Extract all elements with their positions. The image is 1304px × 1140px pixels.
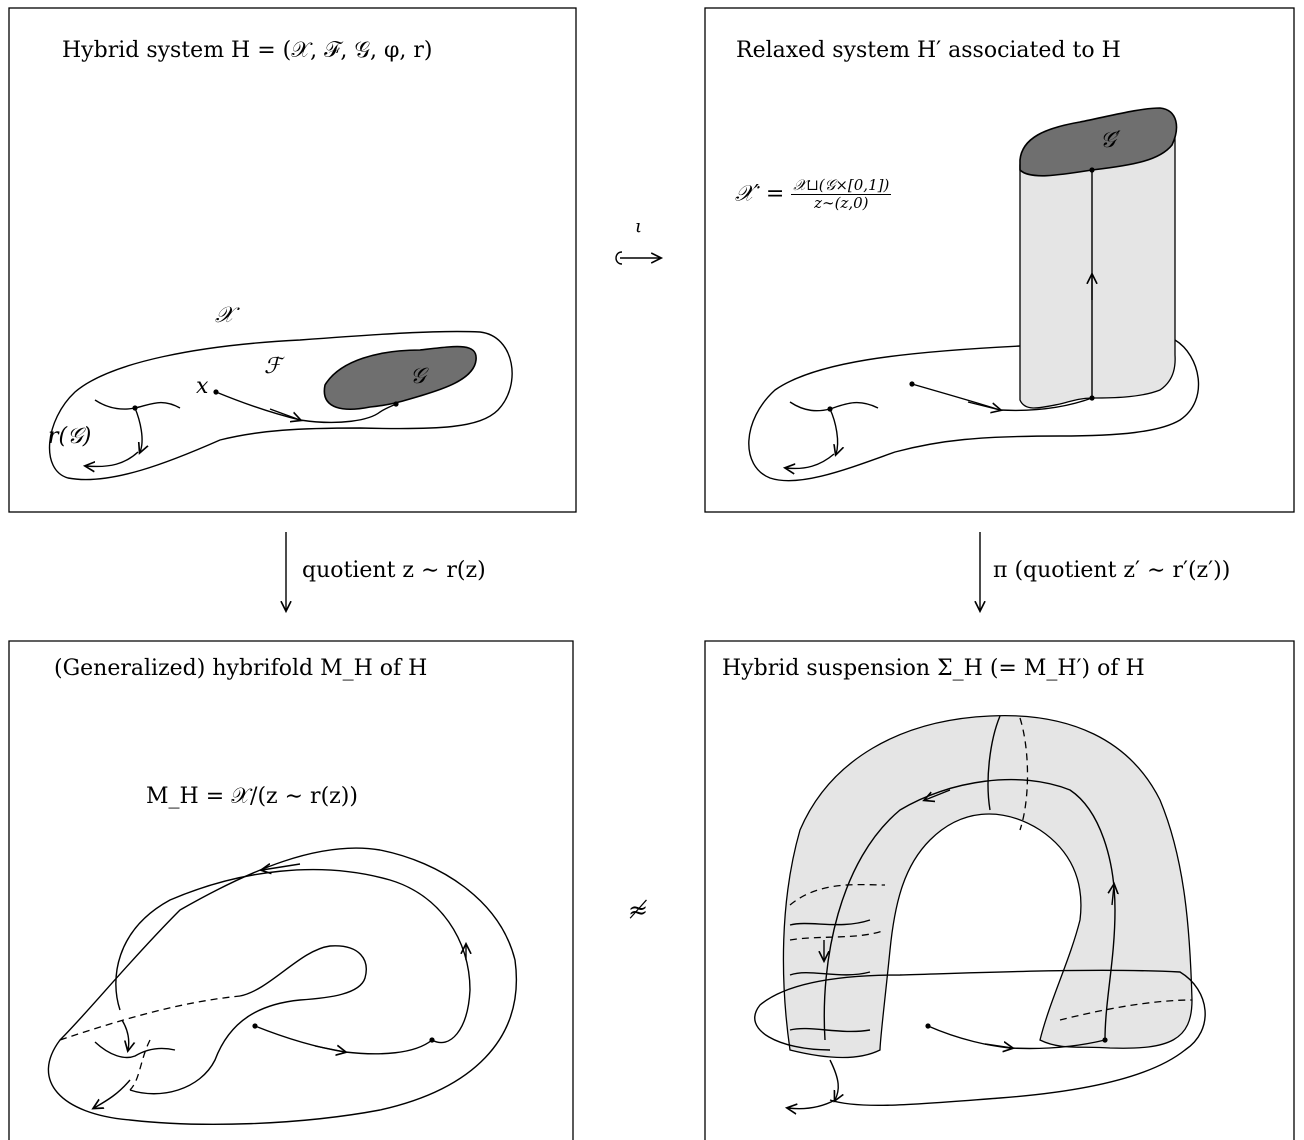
relaxed-system-drawing xyxy=(748,107,1200,482)
label-quotient-right: π (quotient z′ ∼ r′(z′)) xyxy=(993,558,1231,583)
tube-slice-3 xyxy=(789,1027,871,1033)
hybrid-suspension-drawing xyxy=(754,714,1206,1109)
hybrifold-guard-point xyxy=(429,1037,435,1043)
domain-X-outline-relaxed xyxy=(748,339,1200,482)
suspension-orbit xyxy=(823,778,1116,1041)
suspension-tube xyxy=(782,714,1193,1059)
title-relaxed-system: Relaxed system H′ associated to H xyxy=(736,38,1121,63)
tube-slice-1 xyxy=(789,919,871,926)
flow-curve-from-x xyxy=(215,391,397,424)
formula-hybrifold: M_H = 𝒳/(z ∼ r(z)) xyxy=(146,784,358,809)
title-hybrid-system: Hybrid system H = (𝒳, ℱ, 𝒢, φ, r) xyxy=(62,38,433,63)
panel-top-right-frame xyxy=(704,7,1295,513)
hybrifold-flow-arrow xyxy=(314,1046,345,1052)
hybrifold-fold xyxy=(129,945,367,1095)
tube-slice-dashed-1 xyxy=(789,883,886,906)
point-x-relaxed xyxy=(909,381,915,387)
hybrifold-hidden-dashed xyxy=(59,995,241,1041)
label-not-homeomorphic: ≉ xyxy=(628,896,649,924)
reset-arrow-down-relaxed xyxy=(829,408,838,454)
cylinder-top-point xyxy=(1089,167,1095,173)
orbit-arrow-right xyxy=(1112,885,1114,906)
reset-arc-relaxed xyxy=(789,401,879,412)
reset-point xyxy=(132,405,138,411)
formula-X-prime: 𝒳′ = 𝒳⊔(𝒢×[0,1]) z∼(z,0) xyxy=(735,176,892,212)
formula-X-prime-fraction: 𝒳⊔(𝒢×[0,1]) z∼(z,0) xyxy=(791,176,892,212)
guard-hit-point xyxy=(393,401,399,407)
label-X: 𝒳 xyxy=(215,303,234,328)
tube-slice-dashed-2 xyxy=(789,929,886,941)
title-hybrifold: (Generalized) hybrifold M_H of H xyxy=(54,656,428,681)
panel-bottom-right-frame xyxy=(704,640,1295,1140)
guard-G-prime-top xyxy=(1019,107,1178,177)
reset-arrow-down xyxy=(134,407,142,452)
reset-point-relaxed xyxy=(827,406,833,412)
formula-X-prime-numerator: 𝒳⊔(𝒢×[0,1]) xyxy=(791,176,892,195)
hybrid-system-drawing xyxy=(48,330,513,481)
reset-arrow-left-relaxed xyxy=(786,453,835,468)
suspension-reset-arrow xyxy=(829,1059,838,1100)
base-hidden-dashed xyxy=(1059,999,1193,1021)
label-iota: ι xyxy=(635,216,643,237)
domain-X-outline xyxy=(48,330,513,481)
point-x xyxy=(213,389,219,395)
suspension-flow-arrow xyxy=(984,1044,1012,1048)
inner-path-arrow xyxy=(262,864,301,870)
tube-seam-solid xyxy=(987,715,1001,811)
reset-arrow-left xyxy=(86,451,139,466)
suspension-base-outline xyxy=(754,969,1206,1107)
label-G: 𝒢 xyxy=(410,364,426,389)
title-hybrid-suspension: Hybrid suspension Σ_H (= M_H′) of H xyxy=(722,656,1145,681)
hybrifold-drawing xyxy=(47,847,517,1126)
panel-bottom-left-frame xyxy=(8,640,574,1140)
hybrifold-reset-arc xyxy=(94,1041,176,1059)
hybrifold-outer-outline xyxy=(47,847,517,1126)
label-F: ℱ xyxy=(264,354,282,379)
flow-arrow-relaxed xyxy=(967,401,1000,410)
tube-seam-dashed xyxy=(1019,717,1029,831)
hybrifold-flow xyxy=(254,1025,433,1055)
inclusion-hook xyxy=(615,251,623,265)
tube-slice-2 xyxy=(789,971,871,976)
suspension-reset-arrow-left xyxy=(788,1099,836,1109)
suspension-guard-point xyxy=(1102,1037,1108,1043)
flow-arrow xyxy=(269,408,300,420)
hybrifold-inner-arrow-down xyxy=(121,1019,129,1050)
hybrifold-point-x xyxy=(252,1023,258,1029)
hybrifold-reset-arrow xyxy=(94,1079,131,1108)
suspension-point-x xyxy=(925,1023,931,1029)
formula-X-prime-lhs: 𝒳′ = xyxy=(735,181,785,207)
panel-top-left-frame xyxy=(8,7,577,513)
label-quotient-left: quotient z ∼ r(z) xyxy=(302,558,486,583)
label-x: x xyxy=(196,374,209,399)
hybrifold-hidden-short xyxy=(129,1039,151,1091)
label-G-prime: 𝒢′ xyxy=(1100,128,1121,153)
guard-G-region xyxy=(323,345,477,410)
label-rG: r(𝒢) xyxy=(48,424,92,449)
hybrifold-inner-path xyxy=(115,868,471,1044)
formula-X-prime-denominator: z∼(z,0) xyxy=(814,194,869,212)
orbit-arrow-top xyxy=(925,789,951,800)
